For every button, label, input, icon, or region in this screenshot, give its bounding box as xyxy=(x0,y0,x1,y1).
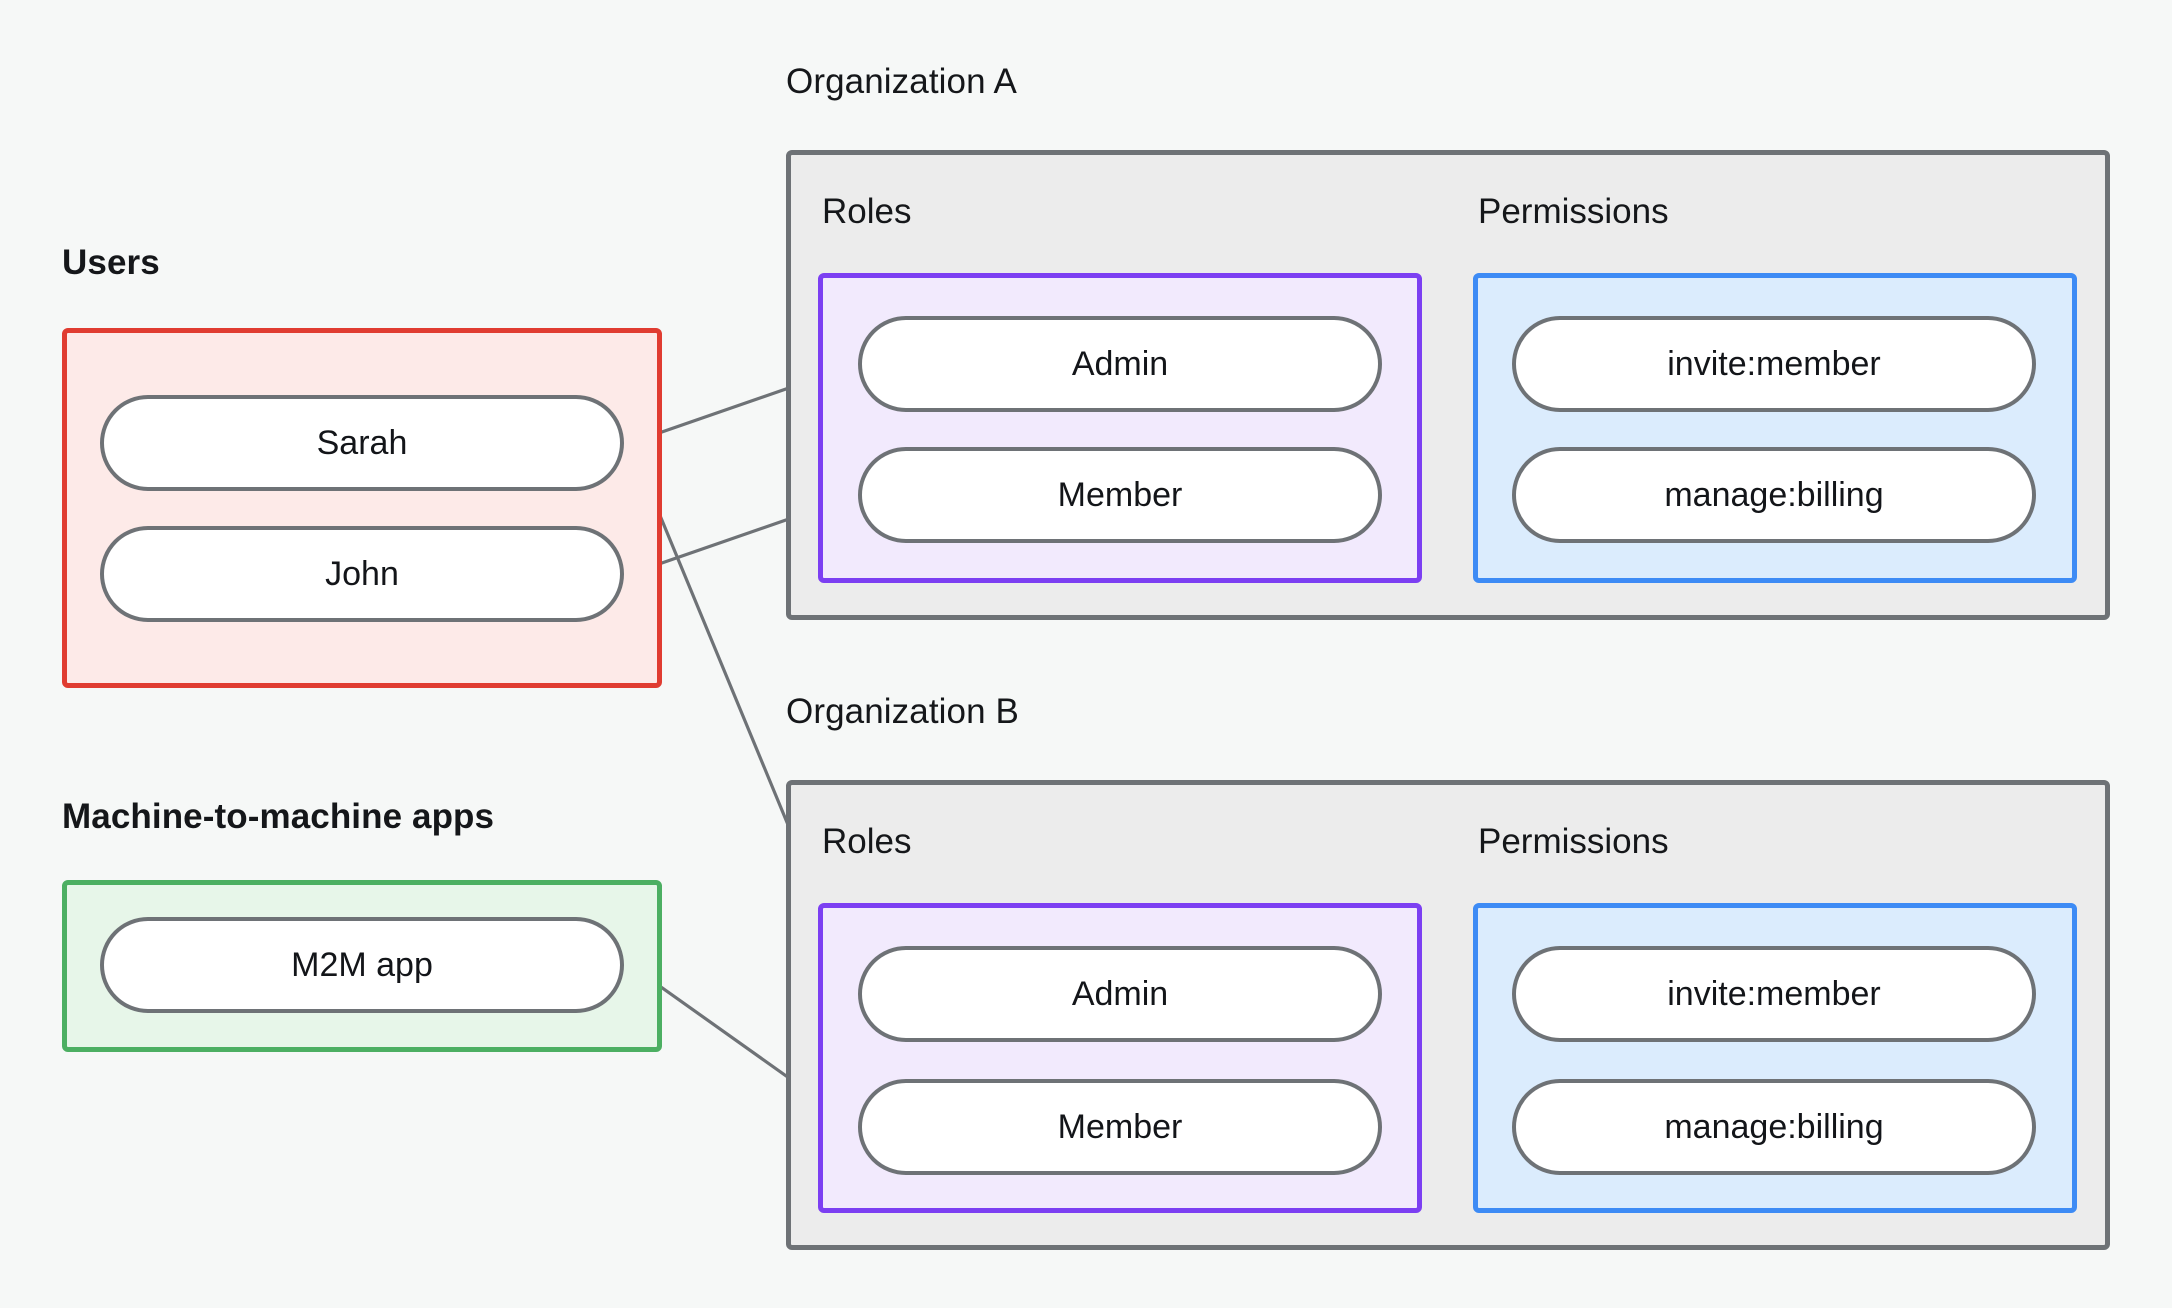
organization-a-roles-label: Roles xyxy=(822,192,912,231)
organization-a-title: Organization A xyxy=(786,62,1017,101)
users-caption: Users xyxy=(62,243,160,282)
organization-b-permissions-label: Permissions xyxy=(1478,822,1669,861)
m2m-node-app[interactable]: M2M app xyxy=(100,917,624,1013)
user-node-sarah[interactable]: Sarah xyxy=(100,395,624,491)
organization-a-permission-invite-member[interactable]: invite:member xyxy=(1512,316,2036,412)
user-node-john[interactable]: John xyxy=(100,526,624,622)
organization-b-role-member[interactable]: Member xyxy=(858,1079,1382,1175)
organization-b-permission-manage-billing[interactable]: manage:billing xyxy=(1512,1079,2036,1175)
organization-a-role-member[interactable]: Member xyxy=(858,447,1382,543)
organization-a-permissions-label: Permissions xyxy=(1478,192,1669,231)
m2m-caption: Machine-to-machine apps xyxy=(62,797,495,836)
users-group-box xyxy=(62,328,662,688)
organization-b-role-admin[interactable]: Admin xyxy=(858,946,1382,1042)
organization-b-permission-invite-member[interactable]: invite:member xyxy=(1512,946,2036,1042)
organization-b-title: Organization B xyxy=(786,692,1019,731)
organization-b-roles-label: Roles xyxy=(822,822,912,861)
organization-a-permission-manage-billing[interactable]: manage:billing xyxy=(1512,447,2036,543)
organization-a-role-admin[interactable]: Admin xyxy=(858,316,1382,412)
